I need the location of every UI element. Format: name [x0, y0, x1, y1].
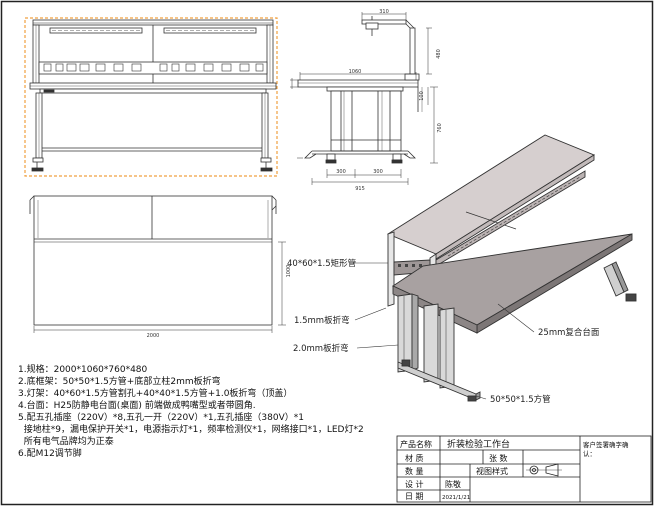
dim-side-total: 915	[355, 186, 365, 192]
date-label: 日 期	[405, 492, 424, 501]
dim-side-depth: 1060	[349, 69, 362, 75]
title-block	[396, 435, 652, 503]
quantity-label: 数 量	[405, 466, 424, 476]
note-line: 1.规格：2000*1060*760*480	[18, 363, 148, 375]
dim-lamp-offset: 310	[379, 9, 389, 15]
callout-frame-tube: 40*60*1.5矩形管	[287, 258, 356, 269]
side-dimensions	[290, 12, 438, 185]
title-block-text: 产品名称 折装检验工作台 材 质 张 数 数 量 视图样式 设 计 陈敬 日 期…	[400, 438, 629, 501]
dim-lamp-height: 100	[419, 91, 425, 101]
note-line: 4.台面：H25防静电台面(桌面) 前端做成鸭嘴型或者带圆角.	[18, 399, 256, 411]
callout-desk-top: 25mm复合台面	[538, 327, 600, 338]
note-line: 接地柱*9，漏电保护开关*1，电源指示灯*1，频率检测仪*1，网络接口*1，LE…	[18, 423, 364, 435]
dim-side-c: 480	[436, 49, 442, 59]
note-line: 6.配M12调节脚	[18, 448, 82, 459]
dim-side-height: 760	[437, 123, 443, 133]
dim-side-b: 300	[373, 169, 383, 175]
dim-plan-depth: 1000	[286, 265, 292, 278]
design-label: 设 计	[405, 479, 424, 489]
front-view	[24, 17, 278, 177]
leader-lines	[353, 262, 535, 400]
dim-plan-width: 2000	[147, 333, 160, 339]
isometric-view	[387, 134, 637, 402]
socket-row	[43, 63, 264, 72]
product-label: 产品名称	[400, 439, 432, 449]
callout-bend-2-0: 2.0mm板折弯	[293, 343, 349, 354]
plan-dimension-labels: 2000 1000	[147, 265, 292, 339]
note-line: 所有电气品牌均为正泰	[18, 435, 114, 447]
callout-leg-tube: 50*50*1.5方管	[490, 394, 551, 405]
note-line: 2.底框架：50*50*1.5方管+底部立柱2mm板折弯	[18, 375, 221, 387]
material-label: 材 质	[405, 453, 424, 463]
side-cabinet	[330, 90, 402, 152]
callouts: 40*60*1.5矩形管 1.5mm板折弯 2.0mm板折弯 25mm复合台面 …	[287, 258, 600, 405]
spec-notes: 1.规格：2000*1060*760*480 2.底框架：50*50*1.5方管…	[18, 363, 364, 459]
dim-side-a: 300	[336, 169, 346, 175]
customer-confirm: 客户签署确字确认：	[583, 440, 629, 458]
note-line: 5.配五孔插座（220V）*8,五孔一开（220V）*1,五孔插座（380V）*…	[18, 411, 304, 423]
product-name: 折装检验工作台	[447, 438, 510, 450]
side-view	[297, 16, 423, 164]
iso-top-shelf	[387, 134, 595, 255]
drawing-note: 视图样式	[476, 466, 508, 476]
callout-bend-1-5: 1.5mm板折弯	[294, 315, 350, 326]
side-dimension-labels: 310 1060 480 100 760 300 300 915	[336, 9, 443, 192]
note-line: 3.灯架：40*60*1.5方管割孔+40*40*1.5方管+1.0板折弯（顶盖…	[18, 387, 292, 399]
front-view-highlight	[24, 17, 278, 177]
plan-view	[29, 195, 286, 333]
design-value: 陈敬	[445, 479, 461, 489]
quantity-value: 张 数	[489, 453, 508, 463]
side-desktop	[297, 79, 419, 88]
date-value: 2021/1/21	[442, 495, 470, 501]
